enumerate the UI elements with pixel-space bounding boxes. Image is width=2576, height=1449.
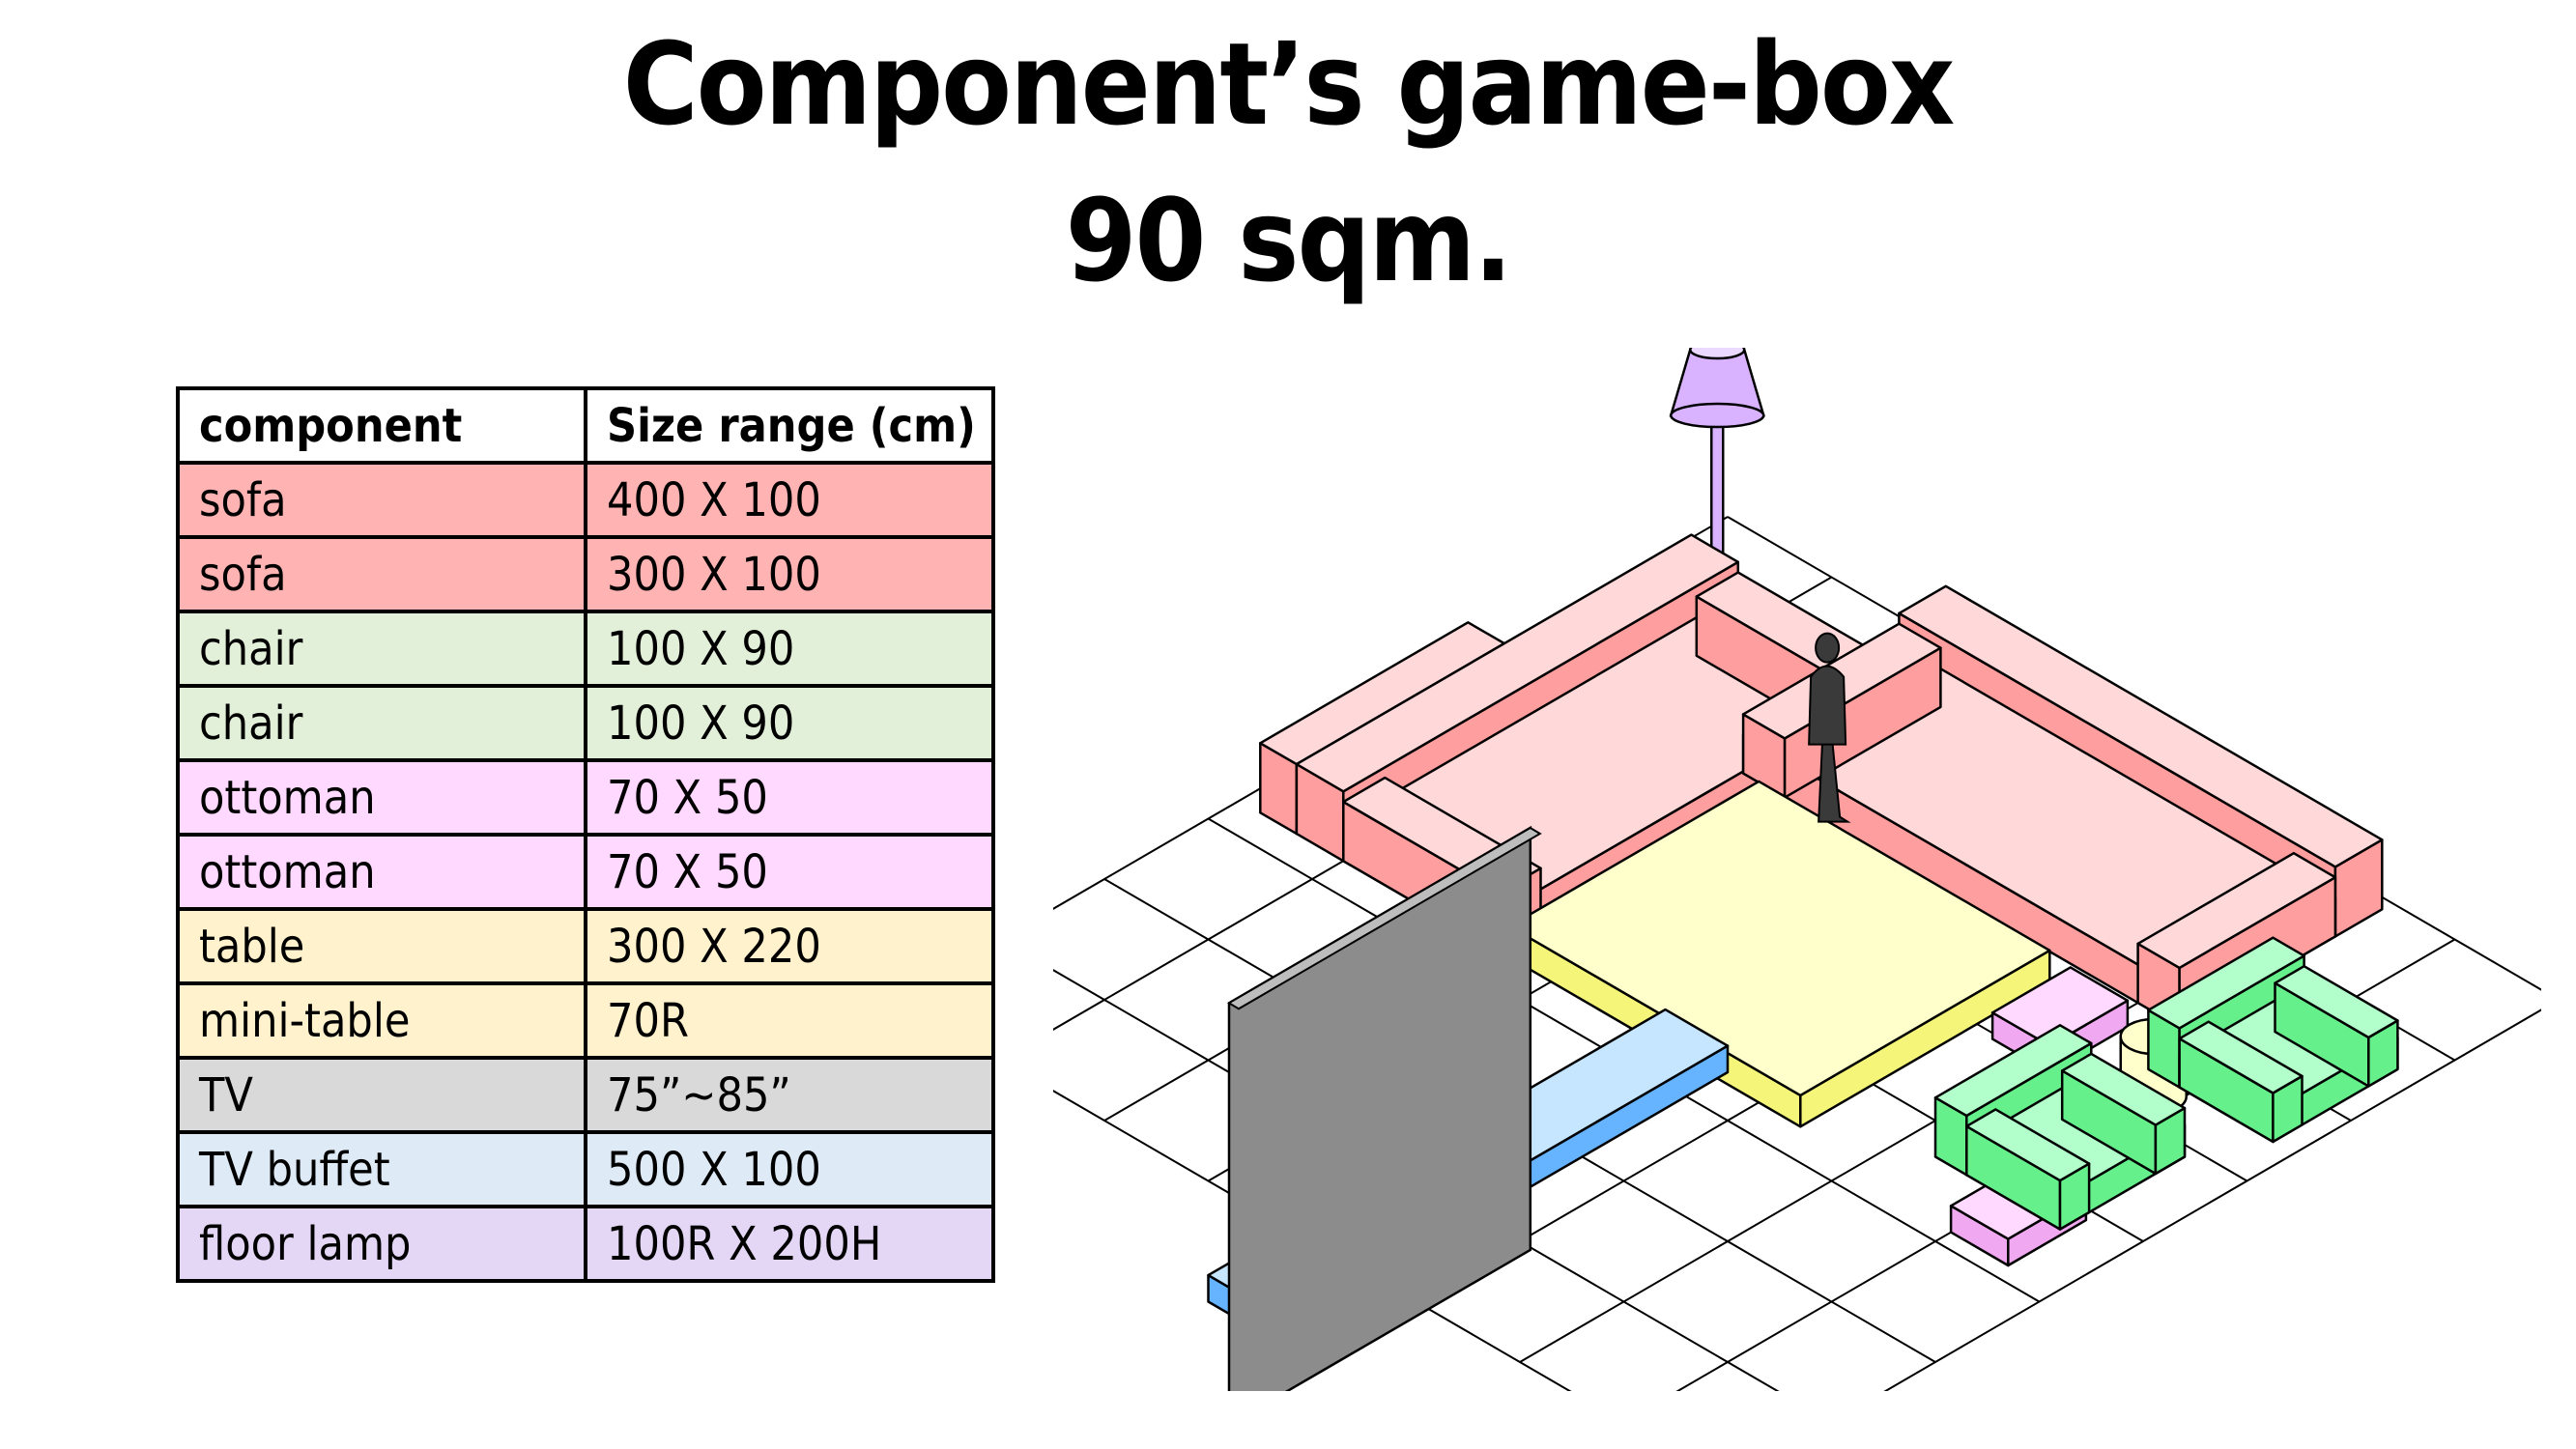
chair-back-face-top: [1933, 1024, 2093, 1118]
cell-component: table: [176, 907, 587, 985]
cell-size: 70 X 50: [584, 758, 995, 837]
person-torso: [1808, 665, 1847, 746]
person: [1808, 632, 1851, 823]
sofa-left-back-face-top: [1295, 533, 1740, 793]
tv: [1227, 825, 1542, 1391]
cell-component: sofa: [176, 535, 587, 613]
page-title: Component’s game-box: [622, 17, 1956, 151]
cell-size: 100 X 90: [584, 684, 995, 762]
cell-size: 70R: [584, 981, 995, 1060]
chair-arm-b: [1965, 1108, 2091, 1231]
cell-size: 300 X 100: [584, 535, 995, 613]
person-legs: [1818, 738, 1851, 823]
chair-arm-a: [2060, 1052, 2187, 1176]
room-illustration: [1053, 348, 2541, 1391]
cell-component: chair: [176, 684, 587, 762]
chair: [2147, 936, 2399, 1144]
lamp-shade-rim: [1670, 402, 1765, 429]
sofa-right-arm-b-face-top: [2136, 851, 2337, 970]
cell-size: 70 X 50: [584, 833, 995, 911]
cell-component: ottoman: [176, 833, 587, 911]
cell-component: ottoman: [176, 758, 587, 837]
grid-line: [1883, 1009, 2541, 1391]
cell-component: mini-table: [176, 981, 587, 1060]
cell-component: chair: [176, 610, 587, 688]
chair-arm-a: [2274, 964, 2399, 1088]
sofa-right-back-face-top: [1898, 584, 2384, 868]
chair-arm-b-face-top: [1965, 1108, 2091, 1182]
cell-size: 500 X 100: [584, 1130, 995, 1208]
cell-size: 300 X 220: [584, 907, 995, 985]
header-component: component: [176, 386, 587, 465]
chair: [1933, 1024, 2187, 1231]
chair-arm-b-face-top: [2178, 1020, 2304, 1094]
tv-edge: [1227, 826, 1542, 1010]
furniture-layout: [1207, 348, 2399, 1391]
cell-component: TV buffet: [176, 1130, 587, 1208]
chair-back-face-top: [2147, 936, 2305, 1030]
chair-arm-b: [2178, 1020, 2304, 1144]
table-header-row: component Size range (cm): [176, 386, 995, 465]
header-size-range: Size range (cm): [584, 386, 995, 465]
cell-component: TV: [176, 1056, 587, 1134]
cell-size: 400 X 100: [584, 461, 995, 539]
lamp-shade-top: [1689, 348, 1746, 360]
cell-component: sofa: [176, 461, 587, 539]
cell-size: 75”~85”: [584, 1056, 995, 1134]
person-head: [1815, 632, 1841, 664]
chair-arm-a-face-top: [2274, 964, 2399, 1039]
cell-size: 100R X 200H: [584, 1205, 995, 1283]
tv-screen: [1227, 825, 1532, 1391]
cell-size: 100 X 90: [584, 610, 995, 688]
page-subtitle: 90 sqm.: [1065, 174, 1513, 307]
chair-arm-a-face-top: [2060, 1052, 2187, 1126]
cell-component: floor lamp: [176, 1205, 587, 1283]
coffee-table-face-top: [1508, 780, 2051, 1097]
